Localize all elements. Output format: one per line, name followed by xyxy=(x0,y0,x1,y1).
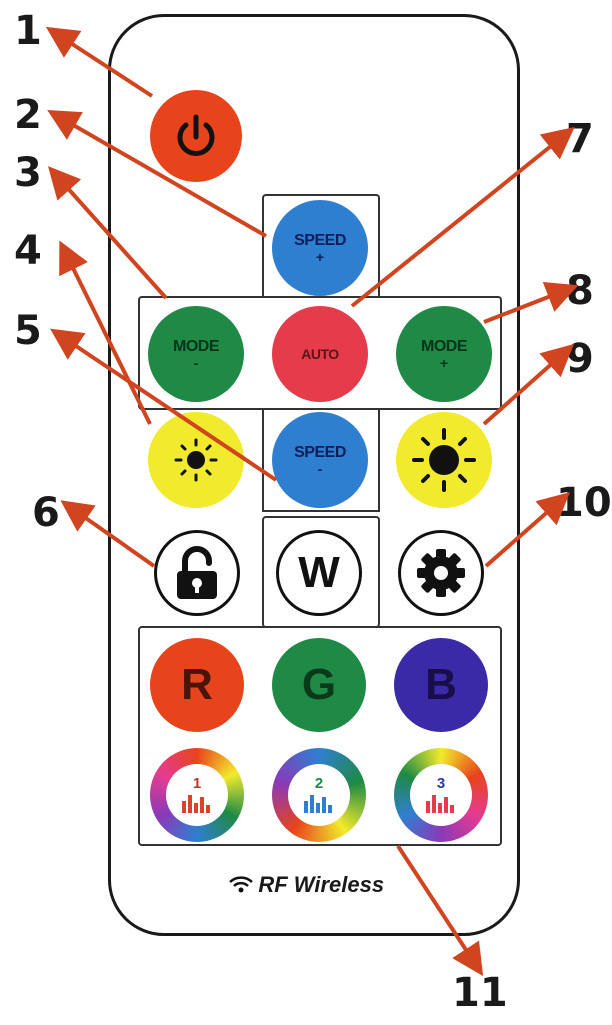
speed-down-label: SPEED xyxy=(294,444,346,461)
blue-label: B xyxy=(425,660,457,709)
wifi-icon xyxy=(229,876,253,893)
arrow-1 xyxy=(45,26,154,98)
callout-1: 1 xyxy=(14,8,42,54)
settings-button[interactable] xyxy=(398,530,484,616)
arrow-11 xyxy=(396,844,484,977)
gear-icon xyxy=(417,549,465,597)
speed-up-button[interactable]: SPEED + xyxy=(272,200,368,296)
red-label: R xyxy=(181,660,213,709)
speed-down-button[interactable]: SPEED - xyxy=(272,412,368,508)
speed-up-sign: + xyxy=(315,249,325,265)
mode-down-sign: - xyxy=(193,355,199,371)
callout-2: 2 xyxy=(14,92,42,138)
panel-outline-color xyxy=(138,626,502,846)
white-label: W xyxy=(298,548,340,597)
arrow-2 xyxy=(47,110,267,238)
music-mode-3-number: 3 xyxy=(436,775,446,792)
blue-button[interactable]: B xyxy=(394,638,488,732)
arrow-7 xyxy=(350,126,575,308)
green-button[interactable]: G xyxy=(272,638,366,732)
auto-label: AUTO xyxy=(301,346,339,362)
mode-down-button[interactable]: MODE - xyxy=(148,306,244,402)
lock-button[interactable] xyxy=(154,530,240,616)
callout-5: 5 xyxy=(14,308,42,354)
mode-down-label: MODE xyxy=(173,338,220,355)
red-button[interactable]: R xyxy=(150,638,244,732)
callout-6: 6 xyxy=(32,490,60,536)
auto-button[interactable]: AUTO xyxy=(272,306,368,402)
speed-down-sign: - xyxy=(317,461,323,477)
callout-4: 4 xyxy=(14,228,42,274)
arrow-8 xyxy=(483,281,579,324)
panel-outline-lower xyxy=(262,408,380,512)
footer-label: RF Wireless xyxy=(258,872,385,897)
sun-small-icon xyxy=(174,438,218,482)
callout-11: 11 xyxy=(452,970,508,1016)
mode-up-button[interactable]: MODE + xyxy=(396,306,492,402)
arrow-5 xyxy=(50,328,278,482)
music-bars-icon xyxy=(182,795,210,813)
music-mode-2-number: 2 xyxy=(314,775,324,792)
arrow-6 xyxy=(60,500,156,568)
mode-up-label: MODE xyxy=(421,338,468,355)
music-bars-icon xyxy=(426,795,454,813)
callout-3: 3 xyxy=(14,150,42,196)
green-label: G xyxy=(301,660,337,709)
mode-up-sign: + xyxy=(439,355,449,371)
arrow-3 xyxy=(47,166,168,300)
arrow-4 xyxy=(59,240,152,425)
music-ring-center: 1 xyxy=(166,764,228,826)
music-ring-center: 2 xyxy=(288,764,350,826)
brightness-up-button[interactable] xyxy=(396,412,492,508)
arrow-10 xyxy=(484,492,571,568)
power-icon xyxy=(177,114,215,156)
music-mode-3-button[interactable]: 3 xyxy=(394,748,488,842)
arrow-9 xyxy=(482,344,574,426)
speed-up-label: SPEED xyxy=(294,232,346,249)
lock-icon xyxy=(177,546,217,599)
music-mode-1-button[interactable]: 1 xyxy=(150,748,244,842)
music-mode-1-number: 1 xyxy=(192,775,202,792)
music-mode-2-button[interactable]: 2 xyxy=(272,748,366,842)
music-ring-center: 3 xyxy=(410,764,472,826)
footer: RF Wireless xyxy=(0,872,612,898)
sun-large-icon xyxy=(412,428,476,492)
panel-outline-top xyxy=(262,194,380,298)
power-button[interactable] xyxy=(150,90,242,182)
white-button[interactable]: W xyxy=(276,530,362,616)
panel-outline-middle xyxy=(138,296,502,410)
music-bars-icon xyxy=(304,795,332,813)
